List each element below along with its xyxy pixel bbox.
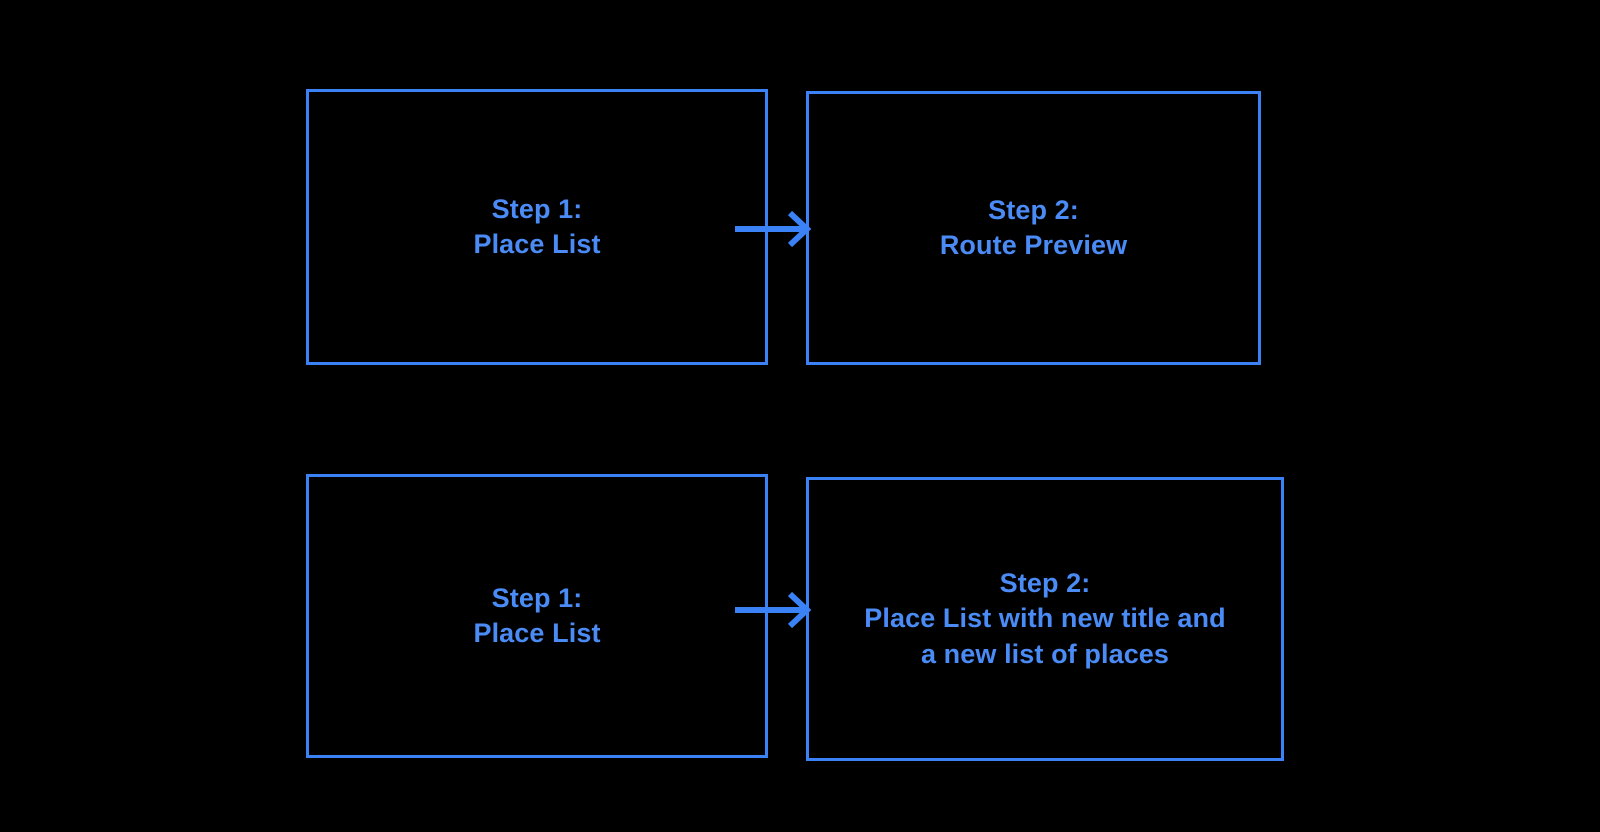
step-box-place-list-2[interactable]: Step 1: Place List [306, 474, 768, 758]
step-box-label: Step 2: Place List with new title and a … [864, 568, 1226, 669]
step-box-new-list[interactable]: Step 2: Place List with new title and a … [806, 477, 1284, 761]
step-box-label: Step 1: Place List [473, 582, 601, 648]
step-box-route-preview[interactable]: Step 2: Route Preview [806, 91, 1261, 365]
step-box-place-list[interactable]: Step 1: Place List [306, 89, 768, 365]
step-box-label: Step 1: Place List [473, 193, 601, 259]
step-box-label: Step 2: Route Preview [939, 194, 1128, 260]
